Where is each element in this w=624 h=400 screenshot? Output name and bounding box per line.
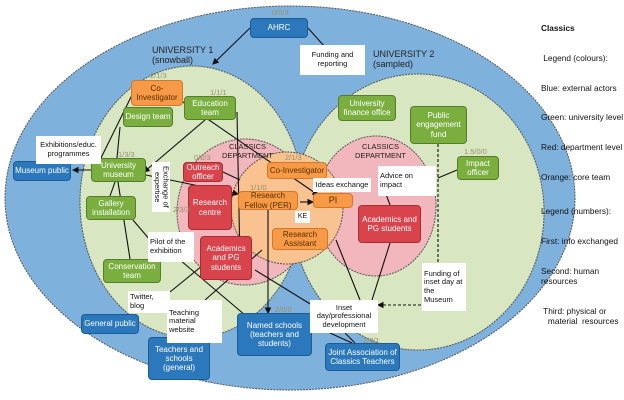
- node-named-schools[interactable]: Named schools (teachers and students): [237, 313, 312, 356]
- edge-label-funding-inset: Funding of inset day at the Museum: [422, 263, 466, 311]
- legend-colour-item: Orange: core team: [541, 172, 611, 183]
- node-research-assistant[interactable]: Research Assistant: [272, 228, 328, 250]
- edge-label-pilot: Pilot of the exhibition: [148, 232, 194, 262]
- university2-title: UNIVERSITY 2 (sampled): [373, 49, 435, 70]
- node-outreach-officer[interactable]: Outreach officer: [183, 162, 223, 182]
- node-academics-pg-u2[interactable]: Academics and PG students: [358, 205, 421, 243]
- edge-label-exhibitions: Exhibitions/educ. programmes: [36, 136, 101, 164]
- edge-label-inset-day: Inset day/professional development: [310, 300, 378, 333]
- ahrc-numbers: 0/0/3: [272, 8, 289, 17]
- edge-label-ke: KE: [295, 211, 310, 223]
- node-ahrc[interactable]: AHRC: [250, 18, 308, 38]
- research-fellow-numbers: 1/1/0: [250, 183, 267, 192]
- education-team-numbers: 1/1/1: [210, 88, 227, 97]
- node-general-public[interactable]: General public: [81, 314, 139, 334]
- node-co-investigator-core[interactable]: Co-Investigator: [267, 162, 327, 179]
- node-jact[interactable]: Joint Association of Classics Teachers: [325, 343, 400, 371]
- node-impact-officer[interactable]: Impact officer: [457, 156, 499, 180]
- university-museum-numbers: 1/3/3: [118, 150, 135, 159]
- legend-colour-item: Blue: external actors: [541, 82, 617, 93]
- co-investigator-core-numbers: 2/1/3: [285, 153, 302, 162]
- legend-colours-heading: Legend (colours):: [541, 52, 608, 63]
- legend-colour-item: Red: department level: [541, 142, 623, 153]
- dept2-title: CLASSICS DEPARTMENT: [355, 142, 406, 160]
- legend-number-item: First: info exchanged: [541, 235, 619, 246]
- co-investigator-u1-numbers: 2/1/3: [150, 71, 167, 80]
- node-museum-public[interactable]: Museum public: [13, 161, 71, 181]
- research-centre-numbers: 2/3/3: [173, 205, 190, 214]
- node-pi[interactable]: PI: [313, 193, 353, 208]
- node-finance-office[interactable]: University finance office: [338, 95, 396, 121]
- legend: Classics Legend (colours): Blue: externa…: [541, 4, 623, 336]
- named-schools-numbers: 2/0/0: [275, 305, 292, 314]
- edge-label-funding-reporting: Funding and reporting: [300, 45, 365, 75]
- node-research-fellow[interactable]: Research Fellow (PER): [238, 191, 298, 210]
- edge-label-advice: Advice on impact: [378, 166, 436, 196]
- node-research-centre[interactable]: Research centre: [188, 185, 232, 230]
- node-design-team[interactable]: Design team: [123, 107, 173, 127]
- legend-number-item: Third: physical or material resources: [543, 305, 619, 326]
- node-conservation-team[interactable]: Conservation team: [103, 259, 161, 283]
- legend-colour-item: Green: university level: [541, 112, 624, 123]
- node-public-engagement-fund[interactable]: Public engagement fund: [410, 106, 467, 144]
- node-co-investigator-u1[interactable]: Co-Investigator: [131, 80, 183, 106]
- university1-title: UNIVERSITY 1 (snowball): [152, 45, 214, 66]
- node-academics-pg-u1[interactable]: Academics and PG students: [200, 236, 252, 280]
- impact-officer-numbers: 1.5/0/0: [464, 147, 487, 156]
- edge-label-exchange-expertise: Exchange of expertise: [152, 162, 171, 212]
- node-education-team[interactable]: Education team: [184, 96, 236, 120]
- edge-label-twitter: Twitter, blog: [128, 291, 170, 313]
- dept1-title: CLASSICS DEPARTMENT: [222, 142, 273, 160]
- edge-label-ideas-exchange: Ideas exchange: [313, 178, 371, 192]
- node-gallery-installation[interactable]: Gallery installation: [86, 196, 136, 220]
- edge-label-teaching-website: Teaching material website: [167, 300, 222, 343]
- outreach-officer-numbers: 0/2/3: [194, 153, 211, 162]
- legend-title: Classics: [541, 22, 575, 33]
- legend-number-item: Second: human resources: [541, 265, 600, 286]
- jact-numbers: 2/2/1: [363, 336, 380, 345]
- node-teachers-and-schools[interactable]: Teachers and schools (general): [148, 337, 210, 380]
- legend-numbers-heading: Legend (numbers):: [541, 206, 612, 217]
